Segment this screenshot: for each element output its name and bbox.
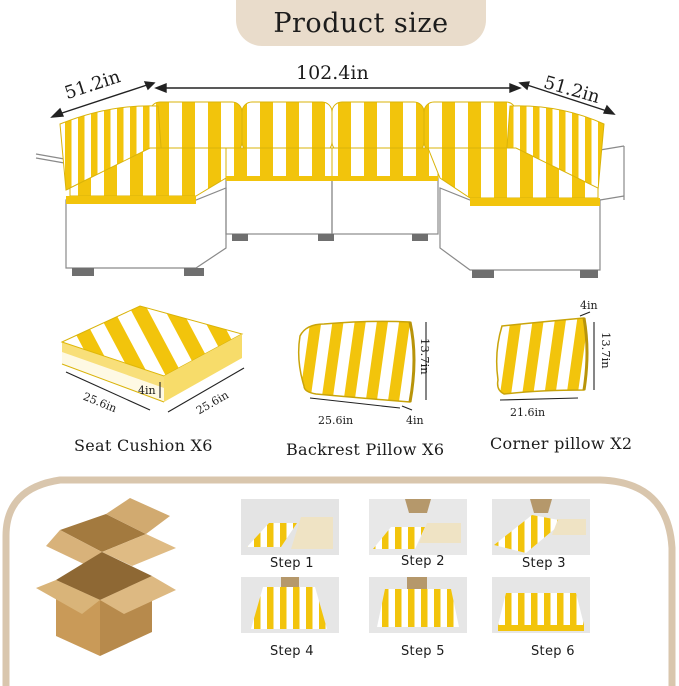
seat-cushion-dimension-lines [65,367,245,413]
step-1-label: Step 1 [270,556,314,571]
step-1-image [241,499,339,555]
corner-pillow-illustration [495,317,589,395]
backrest-pillow-dimension-lines [309,322,427,411]
corner-pillow-width-label: 21.6in [510,406,546,419]
seat-cushion-caption: Seat Cushion X6 [74,436,213,455]
step-5-label: Step 5 [401,644,445,659]
corner-pillow-height-label: 13.7in [599,332,613,369]
step-2-label: Step 2 [401,554,445,569]
step-4-image [241,577,339,633]
backrest-pillow-illustration [297,320,416,403]
step-3-label: Step 3 [522,556,566,571]
corner-pillow-dimension-lines [499,311,595,401]
backrest-pillow-caption: Backrest Pillow X6 [286,440,445,459]
packaging-frame [2,476,676,686]
seat-cushion-illustration [60,305,244,403]
corner-pillow-thickness-label: 4in [580,299,598,312]
corner-pillow-caption: Corner pillow X2 [490,434,633,453]
backrest-pillow-height-label: 13.7in [418,338,432,375]
sectional-sofa-illustration [35,101,625,278]
step-6-label: Step 6 [531,644,575,659]
step-2-image [369,499,467,555]
sofa-length-label: 102.4in [296,62,369,84]
step-3-image [492,499,590,555]
page-title: Product size [273,7,449,39]
product-size-header: Product size [236,0,486,46]
shipping-box-illustration [36,498,176,656]
backrest-pillow-width-label: 25.6in [318,414,354,427]
step-6-image [492,577,590,633]
step-4-label: Step 4 [270,644,314,659]
sofa-dimension-lines [50,81,616,118]
seat-cushion-height-label: 4in [138,384,156,397]
backrest-pillow-thickness-label: 4in [406,414,424,427]
step-5-image [369,577,467,633]
